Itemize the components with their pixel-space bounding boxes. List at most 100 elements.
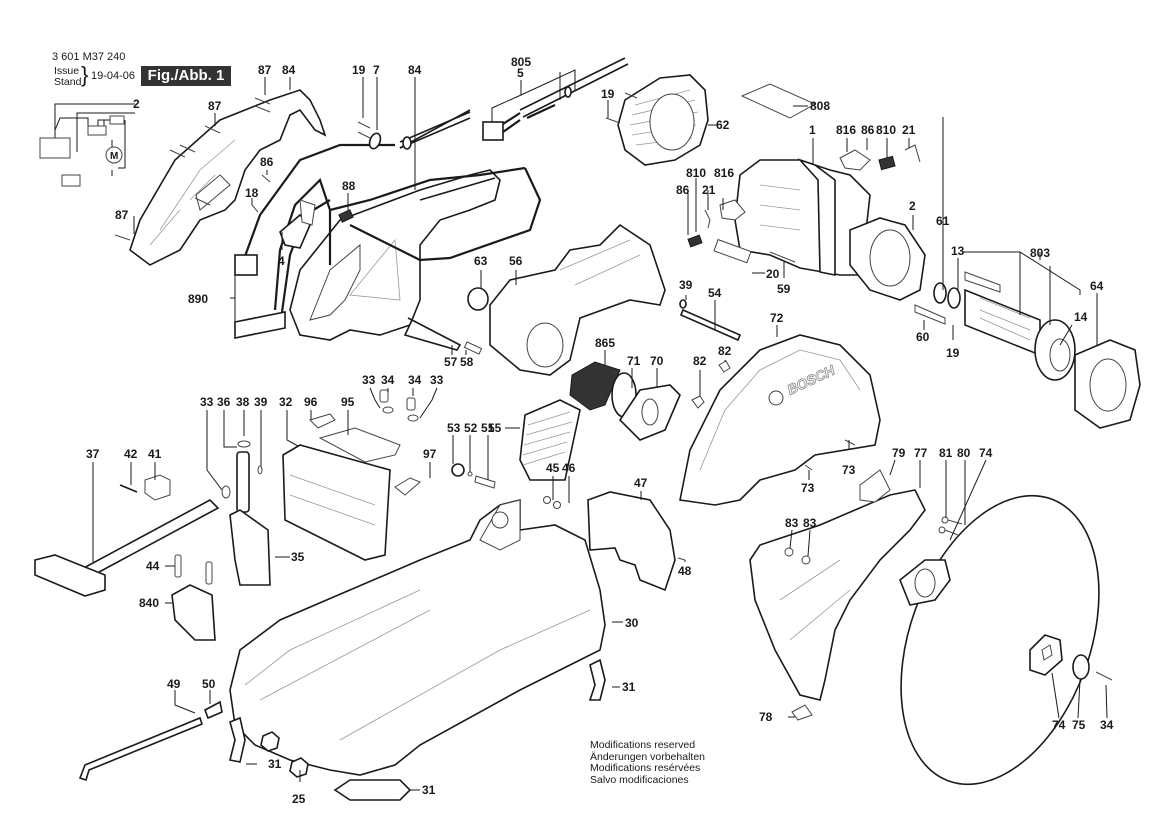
part-armature-803[interactable] [914,271,1076,381]
callout: 96 [304,395,318,409]
callout: 55 [488,421,502,435]
callout: 58 [460,355,474,369]
part-knob-79[interactable] [859,469,891,503]
part-switch-4[interactable] [279,199,316,249]
part-clip-78[interactable] [791,704,813,721]
callout: 97 [423,447,437,461]
callout: 50 [202,677,216,691]
part-spring-58[interactable] [463,341,483,355]
part-shaft-54[interactable] [679,308,742,342]
part-foot-31a[interactable] [588,658,606,701]
part-plate-96[interactable] [309,413,336,429]
callout: 5 [517,66,524,80]
part-washer-33[interactable] [221,485,231,499]
part-ring-39[interactable] [679,299,687,309]
callout: 47 [634,476,648,490]
part-bracket-35[interactable] [229,509,271,586]
callout: 19 [601,87,615,101]
callout: 865 [595,336,615,350]
callout: 39 [679,278,693,292]
callout: 49 [167,677,181,691]
part-cable-805[interactable] [399,57,629,150]
callout: 86 [861,123,875,137]
callout: 34 [1100,718,1114,732]
callout: 810 [876,123,896,137]
part-label-808[interactable] [740,83,817,119]
part-block-41[interactable] [144,474,171,501]
part-cutting-disc-74[interactable] [864,468,1136,811]
part-ring-39b[interactable] [257,465,263,475]
callout: 75 [1072,718,1086,732]
callout: 54 [708,286,722,300]
part-gear-865[interactable] [569,361,621,411]
callout: 19 [352,63,366,77]
part-nut[interactable] [260,731,280,752]
callout: 21 [702,183,716,197]
brush-holder-parts [687,144,921,264]
callout: 34 [408,373,422,387]
part-cap-50[interactable] [204,700,223,720]
part-foot-31c[interactable] [333,779,412,801]
callout: 25 [292,792,306,806]
note-fr: Modifications resérvées [590,762,701,774]
callout: 61 [936,214,950,228]
callout: 51 [481,421,495,435]
callout: 32 [279,395,293,409]
part-clamp-7[interactable] [357,121,382,150]
callout: 63 [474,254,488,268]
parts-33-34 [379,389,419,422]
part-o-ring-63[interactable] [467,287,489,311]
part-clamp-screw-37[interactable] [34,499,220,597]
callout: 803 [1030,246,1050,260]
part-bracket-47[interactable] [587,491,676,592]
screws-86-18 [251,174,271,213]
callout-labels: 87 84 87 87 19 7 84 86 18 88 4 890 805 5… [86,55,1114,806]
part-ring-38[interactable] [237,440,251,448]
part-pin-36[interactable] [236,451,250,513]
parts-45-46 [543,496,561,509]
part-stator-2[interactable] [849,217,926,301]
callout: 45 [546,461,560,475]
part-clip-97[interactable] [394,477,421,496]
part-allen-key-57[interactable] [403,317,462,351]
motor-symbol [105,146,123,164]
part-bearing-plate-64[interactable] [1074,339,1141,429]
part-plug-890[interactable] [234,254,286,339]
callout: 808 [810,99,830,113]
callout: 890 [188,292,208,306]
part-pad-82b[interactable] [718,360,731,373]
part-plate-95[interactable] [318,427,401,463]
screws-44 [174,554,213,585]
document-header: 3 601 M37 240 Issue Stand } 19-04-06 Fig… [0,0,260,100]
schematic-switch-label: 2 [133,97,140,111]
part-flange-70[interactable] [618,384,681,441]
part-base-30[interactable] [229,498,606,776]
issue-label-en: Issue [54,65,80,77]
part-lower-guard-77[interactable] [749,489,926,701]
part-pin-42[interactable] [119,484,138,493]
callout: 79 [892,446,906,460]
parts-83 [784,547,811,565]
part-handle-main[interactable] [289,111,501,341]
callout: 18 [245,186,259,200]
callout: 33 [362,373,376,387]
part-fan-cover-62[interactable] [605,74,709,166]
part-foot-31b[interactable] [229,716,246,763]
part-strain-relief-88[interactable] [338,209,354,223]
part-clamp-840[interactable] [171,584,216,641]
part-blade-guard-72[interactable]: BOSCH [679,334,881,506]
part-gear-housing-56[interactable] [489,223,666,376]
part-handle-half-left[interactable] [129,89,327,266]
part-pad-82a[interactable] [691,395,705,409]
modification-notes: Modifications reserved Änderungen vorbeh… [590,739,705,786]
part-allen-key-49[interactable] [78,716,203,782]
part-bellows-55[interactable] [519,399,581,481]
part-box-32[interactable] [282,444,391,561]
wiring-schematic: 2 M [39,97,140,187]
issue-date: 19-04-06 [91,70,136,82]
issue-label-de: Stand [54,76,82,88]
part-nut-25[interactable] [289,757,309,778]
callout: 74 [1052,718,1066,732]
callout: 14 [1074,310,1088,324]
callout: 36 [217,395,231,409]
